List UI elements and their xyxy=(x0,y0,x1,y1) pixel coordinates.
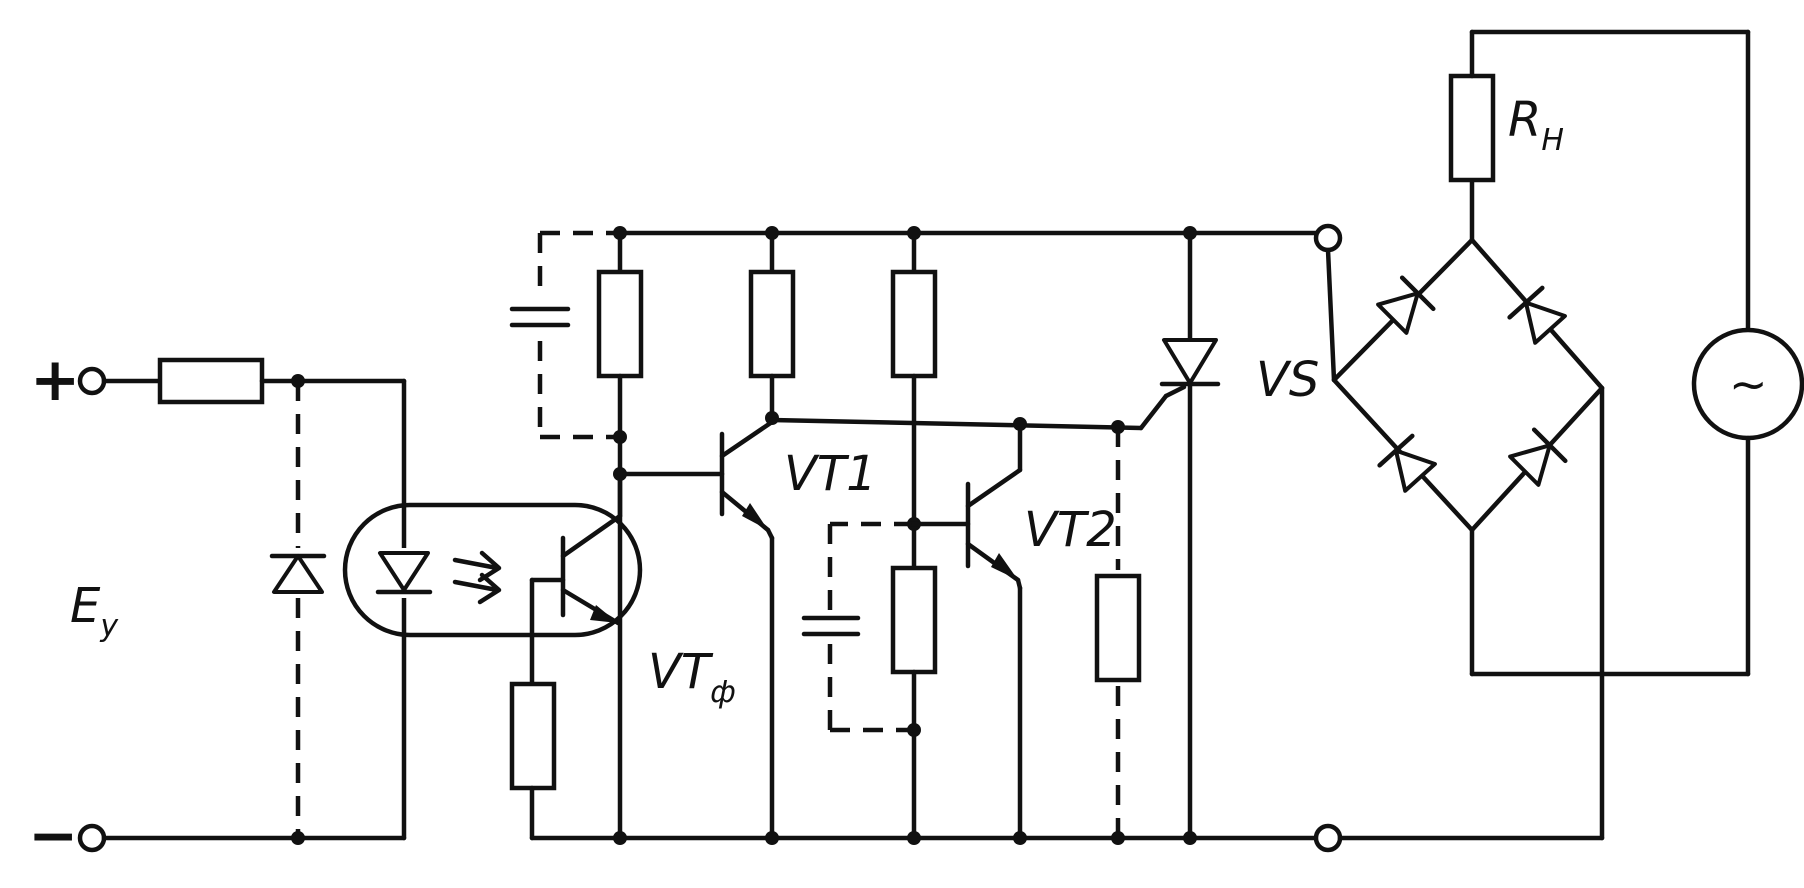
vs-label: VS xyxy=(1256,352,1319,408)
transistor-vt2 xyxy=(965,467,1023,583)
plus-label: + xyxy=(30,345,80,415)
junction-dot xyxy=(1183,226,1197,240)
vtf-label: VTф xyxy=(648,644,736,710)
input-terminal-minus xyxy=(77,823,107,853)
minus-label: − xyxy=(28,801,78,871)
dashed-capacitor-top xyxy=(509,306,571,328)
control-voltage-label: Ey xyxy=(70,578,119,644)
junction-dot xyxy=(1111,831,1125,845)
output-terminal-top xyxy=(1313,223,1343,253)
junction-dot xyxy=(765,226,779,240)
bridge-diode xyxy=(1507,285,1567,345)
thyristor-vs xyxy=(1159,338,1221,399)
ac-source-symbol: ~ xyxy=(1729,357,1768,411)
junction-dot xyxy=(613,226,627,240)
load-resistor-rh xyxy=(1448,73,1496,183)
input-terminal-plus xyxy=(77,366,107,396)
transistor-vt1 xyxy=(719,419,775,533)
phototransistor-emitter-resistor xyxy=(509,681,557,791)
junction-dot xyxy=(1013,831,1027,845)
junction-dot xyxy=(1013,417,1027,431)
optocoupler-enclosure xyxy=(342,502,643,638)
gate-resistor-dashed xyxy=(1094,573,1142,683)
vt1-collector-resistor xyxy=(748,269,796,379)
divider-resistor-bottom xyxy=(890,565,938,675)
junction-dot xyxy=(613,467,627,481)
phototransistor-vtf xyxy=(560,513,623,626)
junction-dot xyxy=(907,226,921,240)
bridge-diode xyxy=(1508,427,1568,487)
bridge-diode xyxy=(1377,433,1437,493)
vt1-label: VT1 xyxy=(784,446,877,502)
bridge-rectifier xyxy=(1331,237,1605,533)
divider-resistor-top xyxy=(890,269,938,379)
photo-load-resistor xyxy=(596,269,644,379)
junction-dot xyxy=(907,831,921,845)
vt2-label: VT2 xyxy=(1024,502,1117,558)
rh-label: RH xyxy=(1508,92,1564,158)
junction-dot xyxy=(765,831,779,845)
output-terminal-bottom xyxy=(1313,823,1343,853)
bridge-diode xyxy=(1376,275,1436,335)
junction-dot xyxy=(613,831,627,845)
junction-dot xyxy=(1183,831,1197,845)
light-arrows-icon xyxy=(452,550,502,605)
input-resistor xyxy=(157,357,265,405)
optocoupler-led xyxy=(375,548,435,598)
junction-dot xyxy=(613,430,627,444)
dashed-capacitor-middle xyxy=(801,615,861,637)
protection-diode-dashed xyxy=(269,553,327,594)
